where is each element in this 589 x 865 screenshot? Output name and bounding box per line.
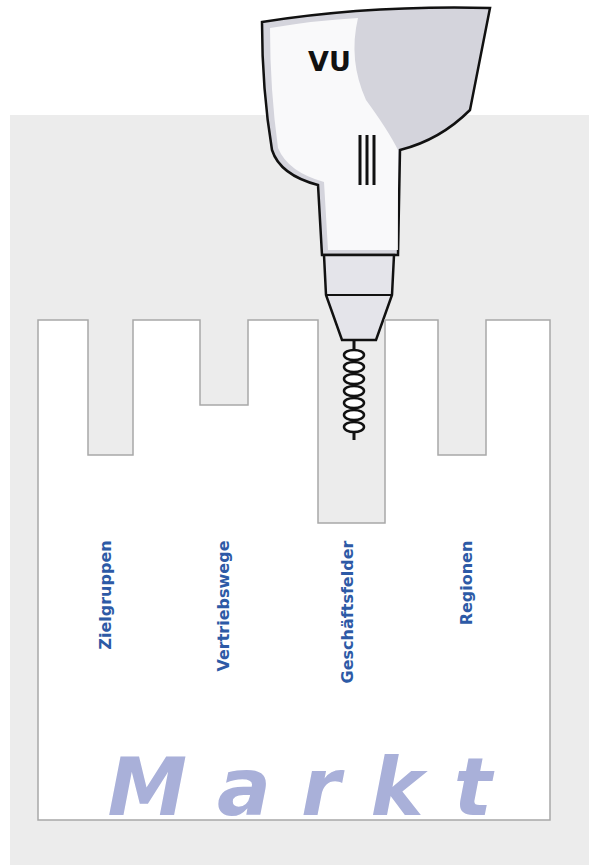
background-panel xyxy=(10,115,589,865)
drill-bit-coil xyxy=(344,350,364,360)
market-shape: Zielgruppen Vertriebswege Geschäftsfelder R… xyxy=(38,320,550,820)
grip-line xyxy=(366,135,369,185)
drill-chuck xyxy=(324,255,394,340)
drill-bit-coil xyxy=(344,374,364,384)
drill-bit-coil xyxy=(344,386,364,396)
drill-bit-coil xyxy=(344,398,364,408)
grip-line xyxy=(373,135,376,185)
drill-bit-coil xyxy=(344,410,364,420)
drill-bit-coil xyxy=(344,362,364,372)
segment-label: Vertriebswege xyxy=(215,540,231,671)
drill-body xyxy=(262,8,490,255)
segment-label: Regionen xyxy=(459,540,475,625)
market-outline xyxy=(38,320,550,820)
drill-highlight xyxy=(270,18,398,250)
drill-bit-coil xyxy=(344,422,364,432)
market-title: Markt xyxy=(108,748,523,828)
chuck-ring xyxy=(326,294,392,296)
drill-label: VU xyxy=(308,48,351,75)
segment-label: Zielgruppen xyxy=(97,540,113,649)
segment-label: Geschäftsfelder xyxy=(340,540,356,683)
grip-line xyxy=(359,135,362,185)
